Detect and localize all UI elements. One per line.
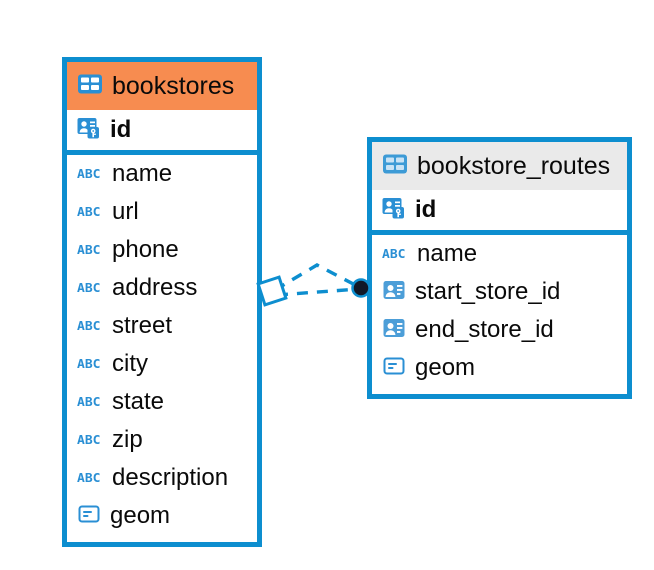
- attribute-row-description[interactable]: ABC description: [67, 459, 257, 497]
- attribute-row-city[interactable]: ABC city: [67, 345, 257, 383]
- diamond-marker: [256, 275, 288, 307]
- abc-text-icon: ABC: [77, 431, 103, 449]
- attribute-row-street[interactable]: ABC street: [67, 307, 257, 345]
- attribute-label: id: [415, 196, 437, 223]
- attribute-row-address[interactable]: ABC address: [67, 269, 257, 307]
- foreign-key-icon: [382, 278, 406, 307]
- attribute-label: state: [112, 388, 165, 415]
- abc-glyph: ABC: [77, 470, 101, 486]
- abc-text-icon: ABC: [77, 469, 103, 487]
- abc-text-icon: ABC: [77, 165, 103, 183]
- abc-text-icon: ABC: [77, 203, 103, 221]
- foreign-key-icon: [382, 316, 406, 345]
- abc-glyph: ABC: [77, 166, 101, 182]
- abc-text-icon: ABC: [77, 317, 103, 335]
- abc-glyph: ABC: [382, 246, 406, 262]
- abc-text-icon: ABC: [77, 355, 103, 373]
- entity-header-bookstore-routes[interactable]: bookstore_routes: [372, 142, 627, 190]
- attribute-row-name[interactable]: ABC name: [67, 155, 257, 193]
- attribute-label: id: [110, 116, 132, 143]
- entity-header-bookstores[interactable]: bookstores: [67, 62, 257, 110]
- attribute-label: name: [112, 160, 173, 187]
- abc-glyph: ABC: [77, 280, 101, 296]
- attribute-label: zip: [112, 426, 143, 453]
- entity-title: bookstores: [112, 71, 235, 100]
- attribute-row-url[interactable]: ABC url: [67, 193, 257, 231]
- attribute-label: city: [112, 350, 148, 377]
- abc-glyph: ABC: [77, 242, 101, 258]
- attribute-label: description: [112, 464, 229, 491]
- attribute-row-geom[interactable]: geom: [372, 349, 627, 387]
- abc-glyph: ABC: [77, 356, 101, 372]
- attribute-label: geom: [110, 502, 171, 529]
- attribute-label: start_store_id: [415, 278, 561, 305]
- attribute-label: phone: [112, 236, 179, 263]
- attribute-row-id[interactable]: id: [67, 110, 257, 155]
- entity-bookstores[interactable]: bookstores: [62, 57, 262, 547]
- entity-title: bookstore_routes: [417, 151, 611, 180]
- attribute-row-state[interactable]: ABC state: [67, 383, 257, 421]
- attribute-row-id[interactable]: id: [372, 190, 627, 235]
- attribute-row-zip[interactable]: ABC zip: [67, 421, 257, 459]
- primary-key-icon: [77, 116, 101, 145]
- attribute-row-end-store-id[interactable]: end_store_id: [372, 311, 627, 349]
- abc-text-icon: ABC: [77, 241, 103, 259]
- abc-text-icon: ABC: [382, 245, 408, 263]
- attribute-row-phone[interactable]: ABC phone: [67, 231, 257, 269]
- table-icon: [382, 151, 408, 182]
- abc-text-icon: ABC: [77, 393, 103, 411]
- attribute-row-name[interactable]: ABC name: [372, 235, 627, 273]
- attribute-label: street: [112, 312, 173, 339]
- relationship-line-upper: [274, 263, 360, 292]
- attribute-label: name: [417, 240, 478, 267]
- abc-glyph: ABC: [77, 318, 101, 334]
- geometry-icon: [382, 354, 406, 383]
- abc-glyph: ABC: [77, 432, 101, 448]
- abc-glyph: ABC: [77, 204, 101, 220]
- attribute-row-geom[interactable]: geom: [67, 497, 257, 535]
- relationship-line-lower: [276, 287, 360, 297]
- table-icon: [77, 71, 103, 102]
- geometry-icon: [77, 502, 101, 531]
- abc-glyph: ABC: [77, 394, 101, 410]
- attribute-label: geom: [415, 354, 476, 381]
- relationship-connector[interactable]: [255, 245, 380, 315]
- entity-bookstore-routes[interactable]: bookstore_routes: [367, 137, 632, 399]
- attribute-label: end_store_id: [415, 316, 554, 343]
- primary-key-icon: [382, 196, 406, 225]
- attribute-row-start-store-id[interactable]: start_store_id: [372, 273, 627, 311]
- attribute-label: address: [112, 274, 198, 301]
- abc-text-icon: ABC: [77, 279, 103, 297]
- attribute-label: url: [112, 198, 139, 225]
